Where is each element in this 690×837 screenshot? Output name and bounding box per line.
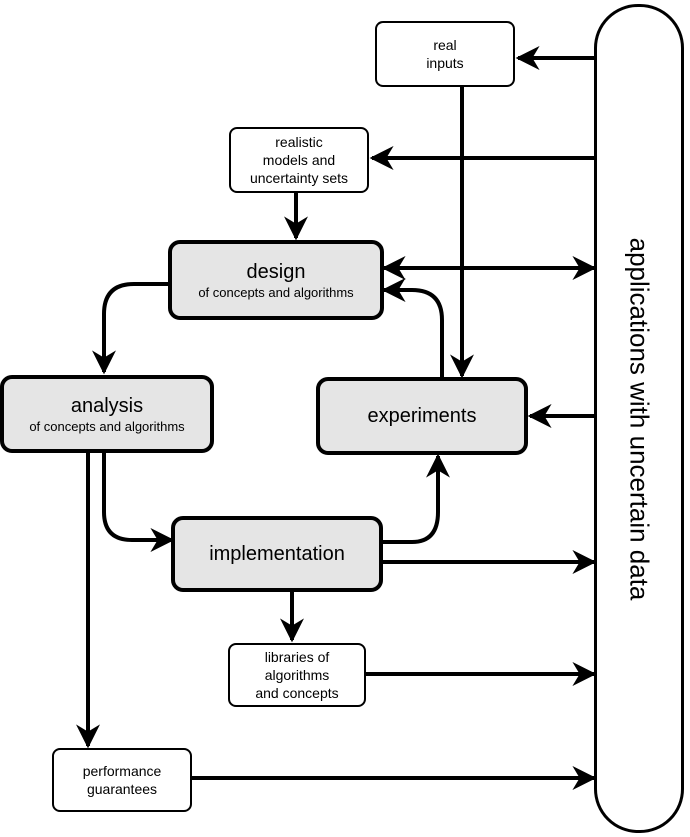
analysis-box: analysis of concepts and algorithms bbox=[0, 375, 214, 453]
realistic-models-line-1: realistic bbox=[275, 134, 323, 150]
arrow-implementation-to-experiments bbox=[382, 453, 450, 544]
experiments-box: experiments bbox=[316, 377, 528, 455]
design-title: design bbox=[246, 260, 306, 283]
real-inputs-line-2: inputs bbox=[426, 55, 464, 71]
performance-line-2: guarantees bbox=[86, 781, 158, 797]
applications-label: applications with uncertain data bbox=[624, 237, 655, 600]
performance-box: performance guarantees bbox=[52, 748, 192, 812]
applications-box: applications with uncertain data bbox=[594, 4, 684, 833]
arrow-experiments-to-design bbox=[381, 278, 444, 378]
implementation-title: implementation bbox=[209, 543, 345, 565]
design-box: design of concepts and algorithms bbox=[168, 240, 384, 320]
design-subtitle: of concepts and algorithms bbox=[198, 284, 354, 300]
performance-line-1: performance bbox=[82, 763, 162, 779]
libraries-box: libraries of algorithms and concepts bbox=[228, 643, 366, 707]
real-inputs-box: real inputs bbox=[375, 21, 515, 87]
libraries-line-2: algorithms bbox=[264, 667, 330, 683]
implementation-box: implementation bbox=[171, 516, 383, 592]
analysis-subtitle: of concepts and algorithms bbox=[29, 418, 185, 434]
realistic-models-line-2: models and bbox=[262, 152, 336, 168]
libraries-line-1: libraries of bbox=[264, 649, 330, 665]
analysis-title: analysis bbox=[70, 394, 144, 417]
arrow-design-to-analysis bbox=[92, 282, 170, 375]
libraries-line-3: and concepts bbox=[255, 685, 339, 701]
arrow-analysis-to-implementation bbox=[102, 452, 175, 552]
experiments-title: experiments bbox=[367, 405, 477, 427]
realistic-models-box: realistic models and uncertainty sets bbox=[229, 127, 369, 193]
realistic-models-line-3: uncertainty sets bbox=[249, 170, 349, 186]
real-inputs-line-1: real bbox=[433, 37, 457, 53]
